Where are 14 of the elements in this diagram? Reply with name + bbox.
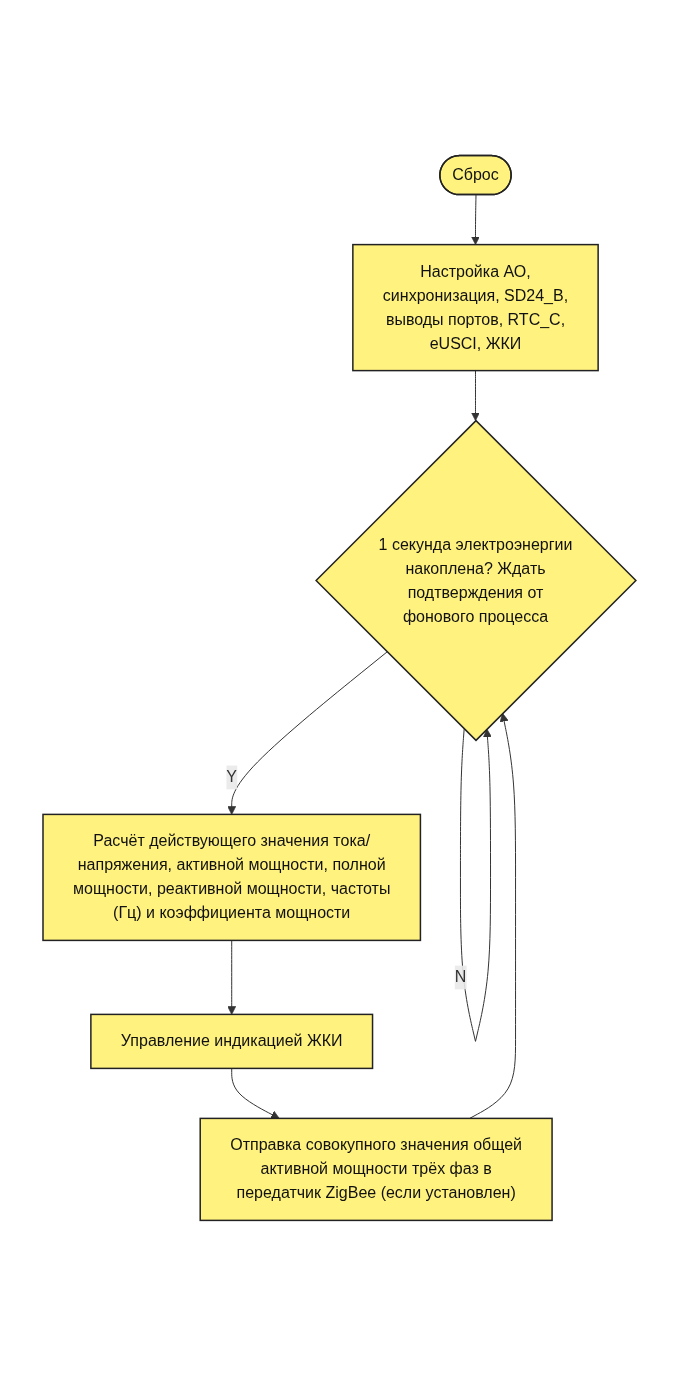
- node-box: Управление индикацией ЖКИ: [90, 1013, 374, 1070]
- edge-label: Y: [226, 768, 238, 786]
- edge-label: N: [454, 968, 467, 986]
- node-box: Настройка АО, синхронизация, SD24_B, выводы портов, RTC_C, eUSCI, ЖКИ: [352, 243, 599, 372]
- arrow: [227, 651, 388, 815]
- arrow: [471, 370, 480, 421]
- node-box: Расчёт действующего значения тока/ напряжения, активной мощности, полной мощности, реактивной мощности, частоты (Гц) и коэффициента мощности: [42, 813, 422, 942]
- arrow: [471, 194, 480, 245]
- arrow: [231, 1067, 280, 1119]
- arrow: [227, 939, 237, 1015]
- node-box: Отправка совокупного значения общей активной мощности трёх фаз в передатчик ZigBee (если установлен): [199, 1117, 553, 1222]
- arrow: [469, 712, 517, 1119]
- node-diamond: 1 секунда электроэнергии накоплена? Ждать подтверждения от фонового процесса: [315, 419, 637, 742]
- arrow: [460, 728, 492, 1042]
